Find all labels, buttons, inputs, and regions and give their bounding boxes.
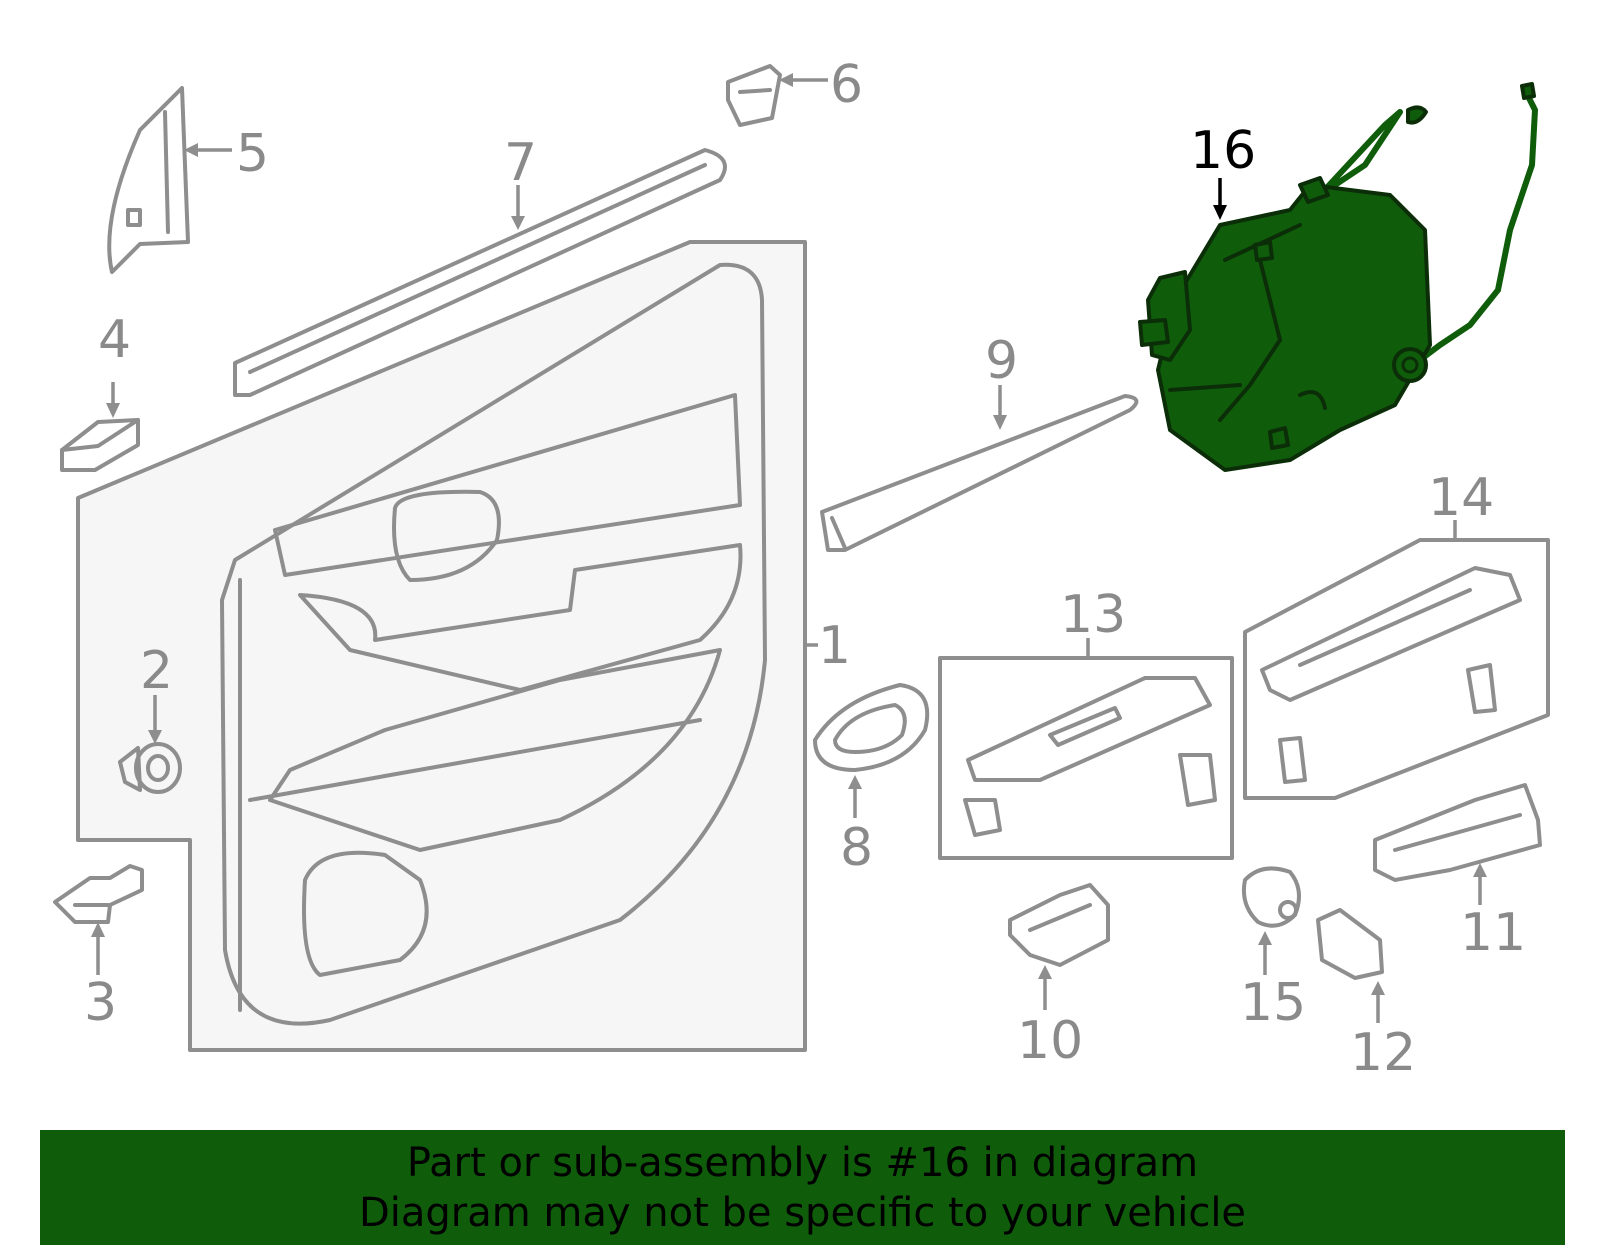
part-13-bezel[interactable]: [938, 656, 1234, 860]
part-11-master-switch[interactable]: [1373, 783, 1542, 882]
callout-14[interactable]: 14: [1428, 468, 1494, 528]
part-14-bezel[interactable]: [1243, 538, 1550, 800]
part-1-door-trim-panel[interactable]: [76, 240, 807, 1052]
callout-4-arrow: [106, 403, 120, 418]
callout-5[interactable]: 5: [236, 124, 269, 184]
banner-line-1: Part or sub-assembly is #16 in diagram: [406, 1139, 1199, 1186]
banner-line-2: Diagram may not be specific to your vehi…: [358, 1189, 1247, 1236]
callout-5-arrow: [184, 143, 198, 157]
callout-11-arrow: [1473, 863, 1487, 877]
callout-15[interactable]: 15: [1240, 973, 1306, 1033]
part-2-push-clip[interactable]: [118, 742, 182, 794]
callout-4[interactable]: 4: [98, 310, 131, 370]
callout-7[interactable]: 7: [504, 133, 537, 193]
callout-2-arrow: [148, 730, 162, 744]
part-10-switch[interactable]: [1008, 883, 1110, 967]
info-banner: Part or sub-assembly is #16 in diagram D…: [40, 1130, 1565, 1245]
callout-12-arrow: [1371, 981, 1385, 995]
callout-8[interactable]: 8: [840, 818, 873, 878]
callout-1[interactable]: 1: [818, 616, 851, 676]
callout-16-arrow: [1213, 205, 1227, 220]
callout-7-arrow: [511, 216, 525, 230]
callout-6[interactable]: 6: [830, 55, 863, 115]
callout-12[interactable]: 12: [1350, 1023, 1416, 1083]
part-5-garnish[interactable]: [107, 86, 190, 274]
part-7-molding[interactable]: [233, 148, 727, 397]
callout-9-arrow: [993, 415, 1007, 430]
callout-2[interactable]: 2: [140, 641, 173, 701]
part-4-block[interactable]: [60, 418, 140, 472]
callout-9[interactable]: 9: [985, 331, 1018, 391]
part-12-switch[interactable]: [1316, 908, 1384, 980]
callout-6-arrow: [779, 73, 793, 87]
callout-8-arrow: [848, 775, 862, 789]
part-9-trim-strip[interactable]: [820, 394, 1139, 552]
callout-3[interactable]: 3: [84, 973, 117, 1033]
part-3-retainer[interactable]: [53, 864, 144, 924]
callout-10-arrow: [1038, 965, 1052, 979]
callout-15-arrow: [1258, 931, 1272, 945]
callout-3-arrow: [91, 922, 105, 937]
part-16-wire-harness[interactable]: [1138, 82, 1539, 472]
callout-16[interactable]: 16: [1190, 121, 1256, 181]
callout-11[interactable]: 11: [1460, 903, 1526, 963]
part-6-cap[interactable]: [726, 64, 782, 127]
part-8-inner-handle[interactable]: [813, 683, 930, 772]
callout-10[interactable]: 10: [1017, 1011, 1083, 1071]
callout-13[interactable]: 13: [1060, 585, 1126, 645]
part-15-knob[interactable]: [1241, 866, 1301, 928]
